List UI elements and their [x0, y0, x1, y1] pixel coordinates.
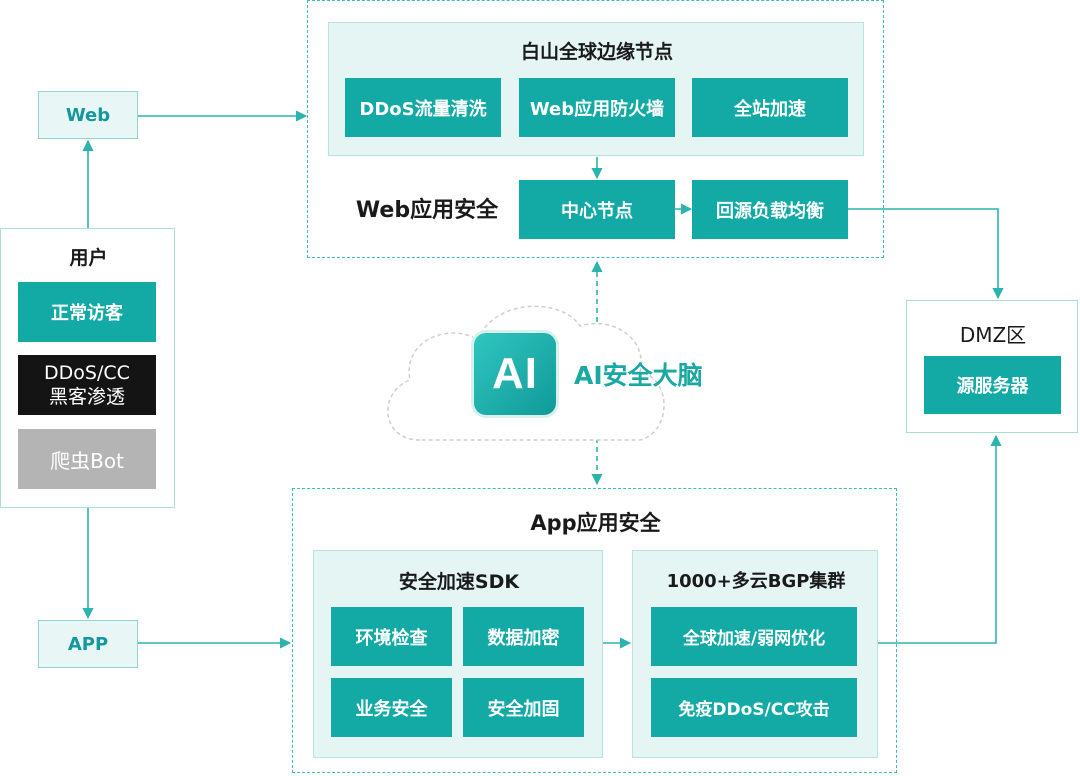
ai-logo-text: AI — [492, 349, 538, 398]
attacker-line-1: DDoS/CC — [44, 362, 130, 384]
global-acceleration-box: 全球加速/弱网优化 — [651, 607, 857, 666]
crawler-bot-box: 爬虫Bot — [18, 429, 156, 489]
ddos-immunity-box: 免疫DDoS/CC攻击 — [651, 678, 857, 737]
bgp-title: 1000+多云BGP集群 — [666, 571, 846, 592]
waf-box: Web应用防火墙 — [519, 78, 675, 137]
app-client-box: APP — [38, 620, 138, 668]
web-client-box: Web — [38, 91, 138, 139]
app-security-title: App应用安全 — [530, 511, 661, 535]
web-security-region — [307, 0, 884, 258]
normal-visitor-box: 正常访客 — [18, 282, 156, 342]
ddos-cleaning-box: DDoS流量清洗 — [345, 78, 501, 137]
users-title: 用户 — [69, 247, 108, 269]
site-acceleration-box: 全站加速 — [692, 78, 848, 137]
dmz-title: DMZ区 — [959, 323, 1027, 347]
web-security-label: Web应用安全 — [355, 198, 499, 223]
business-security-box: 业务安全 — [331, 678, 452, 737]
ai-brain-label: AI安全大脑 — [574, 361, 703, 390]
attacker-line-2: 黑客渗透 — [48, 386, 125, 408]
arrow-lb-to-dmz — [848, 208, 1004, 300]
origin-server-box: 源服务器 — [924, 356, 1061, 414]
sdk-title: 安全加速SDK — [398, 571, 520, 593]
ai-logo-icon: AI — [474, 333, 556, 415]
env-check-box: 环境检查 — [331, 607, 452, 666]
arrow-bgp-to-dmz — [878, 434, 1002, 644]
edge-nodes-title: 白山全球边缘节点 — [520, 41, 673, 63]
hardening-box: 安全加固 — [463, 678, 584, 737]
data-encryption-box: 数据加密 — [463, 607, 584, 666]
origin-load-balancer-box: 回源负载均衡 — [692, 180, 848, 239]
app-security-region: App应用安全 — [292, 488, 897, 773]
attacker-box: DDoS/CC 黑客渗透 — [18, 355, 156, 415]
center-node-box: 中心节点 — [519, 180, 675, 239]
